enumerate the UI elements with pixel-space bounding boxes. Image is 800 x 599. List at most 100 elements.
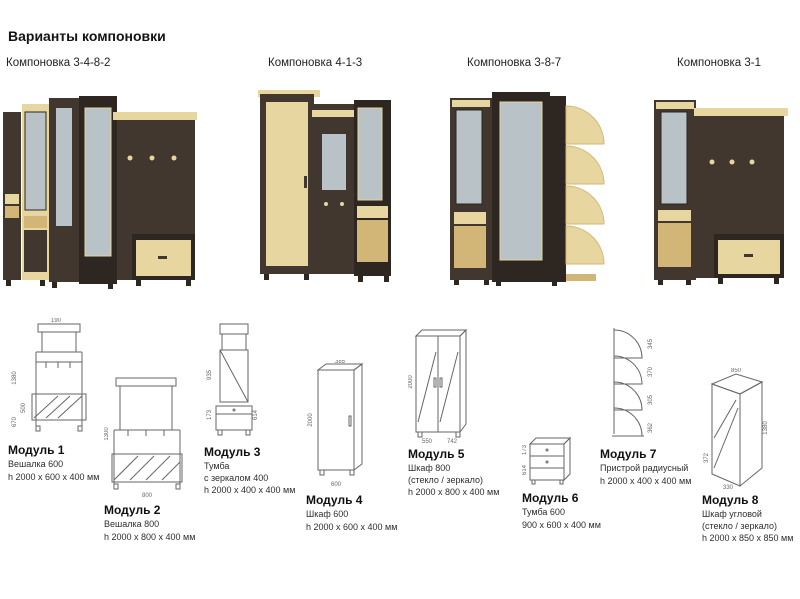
corner-mirror-unit bbox=[79, 96, 117, 284]
mirror-cabinet-unit bbox=[354, 100, 391, 276]
dim-label: 330 bbox=[723, 485, 734, 490]
module-desc-line: (стекло / зеркало) bbox=[702, 520, 777, 531]
module-name: Модуль 3 bbox=[204, 445, 261, 459]
module-5-drawing: 2000 550 742 bbox=[408, 328, 468, 444]
dim-label: 800 bbox=[142, 493, 153, 499]
composition-photo-2 bbox=[258, 84, 393, 289]
tall-mirror-wardrobe-unit bbox=[492, 92, 550, 282]
dim-label: 190 bbox=[51, 318, 62, 324]
module-6-drawing: 173 614 bbox=[522, 436, 572, 485]
composition-label-3: Компоновка 3-8-7 bbox=[467, 57, 562, 69]
dim-label: 173 bbox=[207, 409, 213, 420]
composition-3-image bbox=[450, 92, 605, 286]
dim-label: 345 bbox=[648, 338, 654, 349]
module-3-drawing: 935 173 614 bbox=[207, 323, 259, 436]
composition-photo-4 bbox=[652, 84, 792, 291]
module-caption: Модуль 5 Шкаф 800 (стекло / зеркало) h 2… bbox=[408, 447, 513, 499]
module-name: Модуль 8 bbox=[702, 493, 759, 507]
module-name: Модуль 6 bbox=[522, 491, 579, 505]
dim-label: 670 bbox=[12, 416, 18, 427]
module-card-6: 173 614 Модуль 6 Тумба 600 900 x 600 x 4… bbox=[522, 430, 617, 531]
unit-legs bbox=[6, 280, 191, 289]
dim-label: 550 bbox=[422, 439, 433, 444]
hanger-unit bbox=[312, 104, 356, 274]
dim-label: 742 bbox=[447, 439, 458, 444]
dim-label: 385 bbox=[335, 360, 346, 365]
dim-label: 600 bbox=[331, 482, 342, 488]
wardrobe-unit bbox=[258, 90, 320, 274]
composition-4-image bbox=[654, 100, 788, 285]
module-7-drawing: 345 370 305 362 bbox=[612, 328, 654, 437]
module-name: Модуль 7 bbox=[600, 447, 657, 461]
composition-1-image bbox=[3, 96, 197, 289]
dim-label: 173 bbox=[522, 444, 528, 455]
module-2-drawing: 1300 800 bbox=[104, 377, 183, 499]
composition-label-4: Компоновка 3-1 bbox=[677, 57, 761, 69]
hanger-unit bbox=[694, 108, 788, 278]
module-caption: Модуль 4 Шкаф 600 h 2000 x 600 x 400 мм bbox=[306, 493, 401, 533]
module-desc-line: Шкаф 800 bbox=[408, 463, 451, 473]
dim-label: 370 bbox=[648, 366, 654, 377]
module-8-drawing: 850 1380 372 330 bbox=[704, 368, 769, 490]
dim-label: 2000 bbox=[408, 375, 414, 389]
module-desc-line: Шкаф угловой bbox=[702, 509, 762, 519]
composition-photo-1 bbox=[0, 82, 200, 297]
module-dims: h 2000 x 400 x 400 мм bbox=[600, 475, 692, 486]
module-dims: h 2000 x 800 x 400 мм bbox=[104, 531, 196, 542]
module-caption: Модуль 1 Вешалка 600 h 2000 x 600 x 400 … bbox=[8, 443, 108, 483]
module-caption: Модуль 6 Тумба 600 900 x 600 x 400 мм bbox=[522, 491, 617, 531]
composition-2-image bbox=[258, 90, 391, 282]
dim-label: 614 bbox=[522, 464, 528, 475]
module-card-2: 1300 800 Модуль 2 Вешалка 800 h 2000 x 8… bbox=[104, 374, 204, 543]
dim-label: 1380 bbox=[763, 421, 769, 435]
dim-label: 1380 bbox=[12, 371, 18, 385]
module-desc-line: (стекло / зеркало) bbox=[408, 474, 483, 485]
radius-shelf-unit bbox=[550, 96, 605, 282]
module-dims: 900 x 600 x 400 мм bbox=[522, 519, 601, 530]
module-dims: h 2000 x 850 x 850 мм bbox=[702, 533, 794, 544]
module-desc-line: Пристрой радиусный bbox=[600, 463, 689, 473]
module-name: Модуль 4 bbox=[306, 493, 363, 507]
mirror-cabinet-unit bbox=[450, 98, 492, 280]
module-desc-line: с зеркалом 400 bbox=[204, 472, 269, 483]
dim-label: 500 bbox=[21, 402, 27, 413]
module-card-1: 190 1380 500 670 Модуль 1 Вешалка 600 h … bbox=[8, 318, 108, 483]
module-desc-line: Шкаф 600 bbox=[306, 509, 349, 519]
module-name: Модуль 5 bbox=[408, 447, 465, 461]
composition-label-1: Компоновка 3-4-8-2 bbox=[6, 57, 111, 69]
module-card-5: 2000 550 742 Модуль 5 Шкаф 800 (стекло /… bbox=[408, 322, 513, 499]
module-desc-line: Тумба bbox=[204, 461, 230, 471]
module-card-4: 385 2000 600 Модуль 4 Шкаф 600 h 2000 x … bbox=[306, 360, 401, 533]
page-title: Варианты компоновки bbox=[8, 28, 166, 44]
module-desc-line: Вешалка 600 bbox=[8, 459, 64, 469]
module-name: Модуль 2 bbox=[104, 503, 161, 517]
module-dims: h 2000 x 600 x 400 мм bbox=[8, 471, 100, 482]
module-dims: h 2000 x 800 x 400 мм bbox=[408, 487, 500, 498]
unit-legs bbox=[454, 280, 557, 286]
dim-label: 614 bbox=[253, 409, 259, 420]
module-card-3: 935 173 614 Модуль 3 Тумба с зеркалом 40… bbox=[204, 320, 304, 497]
wardrobe-unit bbox=[49, 98, 79, 282]
dim-label: 850 bbox=[731, 368, 742, 374]
module-1-drawing: 190 1380 500 670 bbox=[12, 318, 87, 432]
module-4-drawing: 385 2000 600 bbox=[308, 360, 364, 488]
dim-label: 2000 bbox=[308, 413, 314, 427]
module-card-7: 345 370 305 362 Модуль 7 Пристрой радиус… bbox=[600, 322, 700, 487]
mirror-cabinet-unit bbox=[654, 100, 696, 280]
dim-label: 372 bbox=[704, 452, 710, 463]
module-desc-line: Тумба 600 bbox=[522, 507, 565, 517]
module-caption: Модуль 7 Пристрой радиусный h 2000 x 400… bbox=[600, 447, 700, 487]
unit-legs bbox=[264, 274, 389, 282]
dim-label: 305 bbox=[648, 394, 654, 405]
module-dims: h 2000 x 600 x 400 мм bbox=[306, 521, 398, 532]
composition-label-2: Компоновка 4-1-3 bbox=[268, 57, 363, 69]
unit-legs bbox=[658, 278, 779, 285]
mirror-cabinet-unit bbox=[3, 104, 49, 280]
module-card-8: 850 1380 372 330 Модуль 8 Шкаф угловой (… bbox=[702, 368, 797, 545]
dim-label: 935 bbox=[207, 369, 213, 380]
module-name: Модуль 1 bbox=[8, 443, 65, 457]
module-dims: h 2000 x 400 x 400 мм bbox=[204, 485, 296, 496]
module-caption: Модуль 3 Тумба с зеркалом 400 h 2000 x 4… bbox=[204, 445, 304, 497]
module-caption: Модуль 2 Вешалка 800 h 2000 x 800 x 400 … bbox=[104, 503, 204, 543]
module-desc-line: Вешалка 800 bbox=[104, 519, 160, 529]
